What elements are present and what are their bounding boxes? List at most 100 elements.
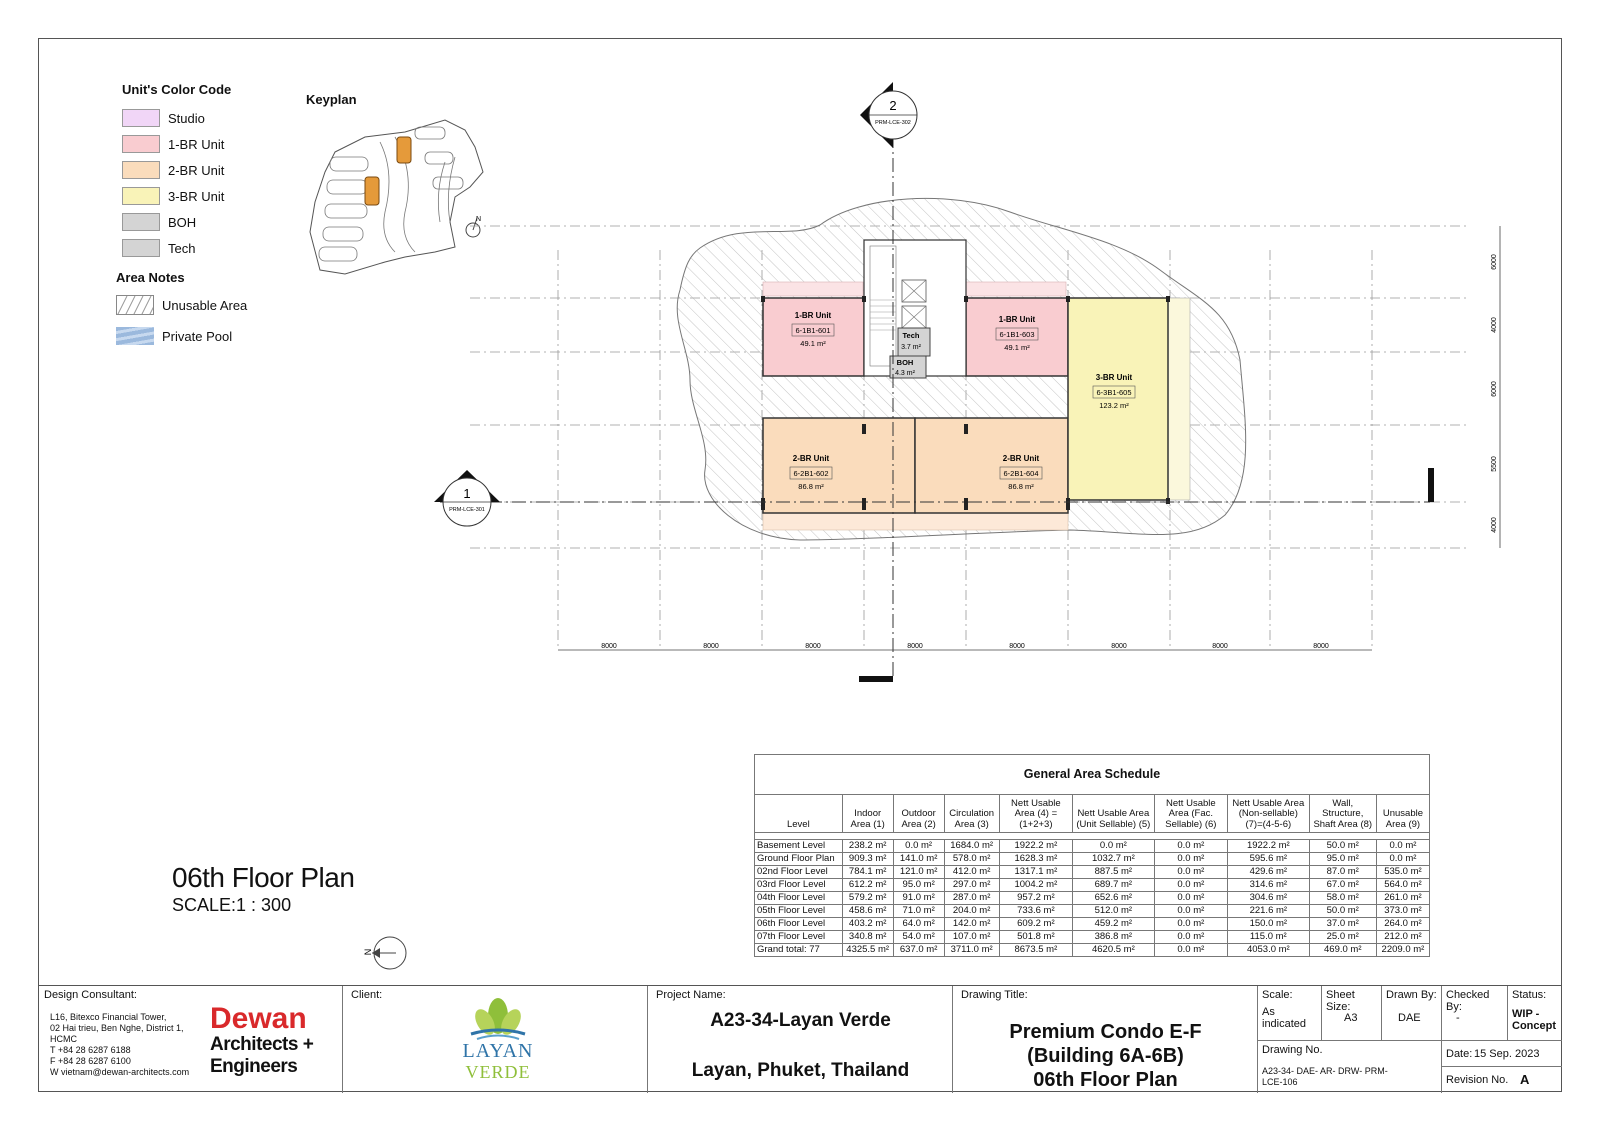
drawing-title-line: Premium Condo E-F bbox=[1009, 1021, 1202, 1043]
schedule-value-cell: 733.6 m² bbox=[998, 904, 1074, 918]
unit-area-label: 86.8 m² bbox=[1008, 482, 1034, 491]
schedule-level-cell: Ground Floor Plan bbox=[754, 852, 843, 866]
keyplan-title: Keyplan bbox=[306, 92, 357, 107]
schedule-value-cell: 1684.0 m² bbox=[943, 839, 1000, 853]
private-pool-swatch bbox=[116, 327, 154, 345]
boh-room[interactable] bbox=[889, 355, 927, 379]
legend-label: 2-BR Unit bbox=[168, 162, 225, 178]
legend-label: 3-BR Unit bbox=[168, 188, 225, 204]
legend-item-1-br-unit: 1-BR Unit bbox=[122, 134, 224, 154]
client-label: Client: bbox=[351, 989, 383, 1001]
tech-room-label: Tech bbox=[903, 331, 920, 340]
drawing-title-label: Drawing Title: bbox=[961, 989, 1028, 1001]
schedule-value-cell: 238.2 m² bbox=[841, 839, 894, 853]
client-logo-line2: VERDE bbox=[465, 1062, 531, 1082]
drawing-no-label: Drawing No. bbox=[1262, 1044, 1323, 1056]
private-pool-label: Private Pool bbox=[162, 328, 233, 344]
address-line: W vietnam@dewan-architects.com bbox=[50, 1067, 190, 1077]
schedule-header: Circulation Area (3) bbox=[943, 794, 1000, 833]
schedule-value-cell: 609.2 m² bbox=[998, 917, 1074, 931]
boh-room-label: BOH bbox=[897, 358, 914, 367]
dimension-label: 5500 bbox=[1491, 456, 1498, 472]
dimension-label: 8000 bbox=[805, 643, 821, 650]
consultant-address: L16, Bitexco Financial Tower,02 Hai trie… bbox=[50, 1012, 189, 1078]
schedule-value-cell: 204.0 m² bbox=[943, 904, 1000, 918]
unit-6-2b1-604[interactable] bbox=[914, 417, 1069, 514]
unit-area-label: 123.2 m² bbox=[1099, 401, 1129, 410]
legend-label: Studio bbox=[168, 110, 205, 126]
keyplan-highlight-building bbox=[364, 176, 380, 206]
unit-6-1b1-603[interactable] bbox=[965, 297, 1069, 377]
schedule-value-cell: 373.0 m² bbox=[1375, 904, 1431, 918]
schedule-value-cell: 304.6 m² bbox=[1227, 891, 1310, 905]
schedule-value-cell: 535.0 m² bbox=[1375, 865, 1431, 879]
schedule-value-cell: 1317.1 m² bbox=[998, 865, 1074, 879]
date-label: Date: bbox=[1446, 1048, 1473, 1060]
unit-6-1b1-601[interactable] bbox=[762, 297, 865, 377]
legend-item-boh: BOH bbox=[122, 212, 196, 232]
address-line: HCMC bbox=[50, 1034, 77, 1044]
section-marker-1[interactable]: 1 PRM-LCE-301 bbox=[434, 470, 500, 527]
schedule-value-cell: 91.0 m² bbox=[892, 891, 945, 905]
schedule-value-cell: 386.8 m² bbox=[1072, 930, 1155, 944]
north-arrow-icon: N bbox=[363, 936, 407, 970]
schedule-value-cell: 0.0 m² bbox=[1375, 852, 1431, 866]
schedule-value-cell: 578.0 m² bbox=[943, 852, 1000, 866]
color-code-title: Unit's Color Code bbox=[122, 82, 232, 97]
address-line: T +84 28 6287 6188 bbox=[50, 1045, 131, 1055]
schedule-value-cell: 1922.2 m² bbox=[1227, 839, 1310, 853]
date-cell: Date: 15 Sep. 2023 bbox=[1442, 1040, 1562, 1067]
schedule-value-cell: 564.0 m² bbox=[1375, 878, 1431, 892]
schedule-value-cell: 297.0 m² bbox=[943, 878, 1000, 892]
legend-item-tech: Tech bbox=[122, 238, 195, 258]
schedule-level-cell: Grand total: 77 bbox=[754, 943, 843, 957]
unit-6-3b1-605[interactable] bbox=[1067, 297, 1169, 501]
address-line: L16, Bitexco Financial Tower, bbox=[50, 1012, 167, 1022]
dimension-label: 8000 bbox=[1009, 643, 1025, 650]
boh-room-area: 4.3 m² bbox=[895, 370, 916, 377]
legend-label: 1-BR Unit bbox=[168, 136, 225, 152]
section-marker-2[interactable]: 2 PRM-LCE-302 bbox=[860, 82, 918, 148]
schedule-value-cell: 287.0 m² bbox=[943, 891, 1000, 905]
schedule-value-cell: 0.0 m² bbox=[892, 839, 945, 853]
schedule-value-cell: 0.0 m² bbox=[1153, 865, 1229, 879]
unusable-area-swatch bbox=[116, 295, 154, 315]
dimension-label: 8000 bbox=[1313, 643, 1329, 650]
tech-room[interactable] bbox=[897, 327, 931, 357]
section-end-mark bbox=[859, 676, 893, 682]
unit-type-label: 1-BR Unit bbox=[795, 311, 832, 320]
address-line: 02 Hai trieu, Ben Nghe, District 1, bbox=[50, 1023, 184, 1033]
schedule-value-cell: 652.6 m² bbox=[1072, 891, 1155, 905]
schedule-value-cell: 4620.5 m² bbox=[1072, 943, 1155, 957]
legend-swatch bbox=[122, 135, 160, 153]
schedule-header: Nett Usable Area (4) = (1+2+3) bbox=[998, 794, 1074, 833]
schedule-value-cell: 142.0 m² bbox=[943, 917, 1000, 931]
schedule-header: Outdoor Area (2) bbox=[892, 794, 945, 833]
dimension-label: 8000 bbox=[1212, 643, 1228, 650]
schedule-value-cell: 957.2 m² bbox=[998, 891, 1074, 905]
schedule-value-cell: 115.0 m² bbox=[1227, 930, 1310, 944]
schedule-level-cell: Basement Level bbox=[754, 839, 843, 853]
schedule-value-cell: 501.8 m² bbox=[998, 930, 1074, 944]
revision-label: Revision No. bbox=[1446, 1074, 1509, 1086]
drawing-title-cell: Drawing Title: Premium Condo E-F (Buildi… bbox=[953, 986, 1258, 1093]
balcony bbox=[965, 281, 1067, 297]
schedule-value-cell: 95.0 m² bbox=[1308, 852, 1377, 866]
client-cell: Client: LAYAN VERDE bbox=[343, 986, 648, 1093]
unit-type-label: 2-BR Unit bbox=[1003, 454, 1040, 463]
scale-label: Scale: bbox=[1262, 989, 1293, 1001]
schedule-level-cell: 06th Floor Level bbox=[754, 917, 843, 931]
legend-swatch bbox=[122, 161, 160, 179]
schedule-value-cell: 212.0 m² bbox=[1375, 930, 1431, 944]
schedule-value-cell: 909.3 m² bbox=[841, 852, 894, 866]
schedule-level-cell: 03rd Floor Level bbox=[754, 878, 843, 892]
checked-by-label: Checked By: bbox=[1446, 989, 1490, 1013]
schedule-value-cell: 1628.3 m² bbox=[998, 852, 1074, 866]
schedule-value-cell: 87.0 m² bbox=[1308, 865, 1377, 879]
dimension-label: 8000 bbox=[703, 643, 719, 650]
unit-6-2b1-602[interactable] bbox=[762, 417, 916, 514]
schedule-value-cell: 107.0 m² bbox=[943, 930, 1000, 944]
section-ref: PRM-LCE-301 bbox=[449, 507, 485, 513]
checked-by-cell: Checked By: - bbox=[1442, 986, 1508, 1040]
